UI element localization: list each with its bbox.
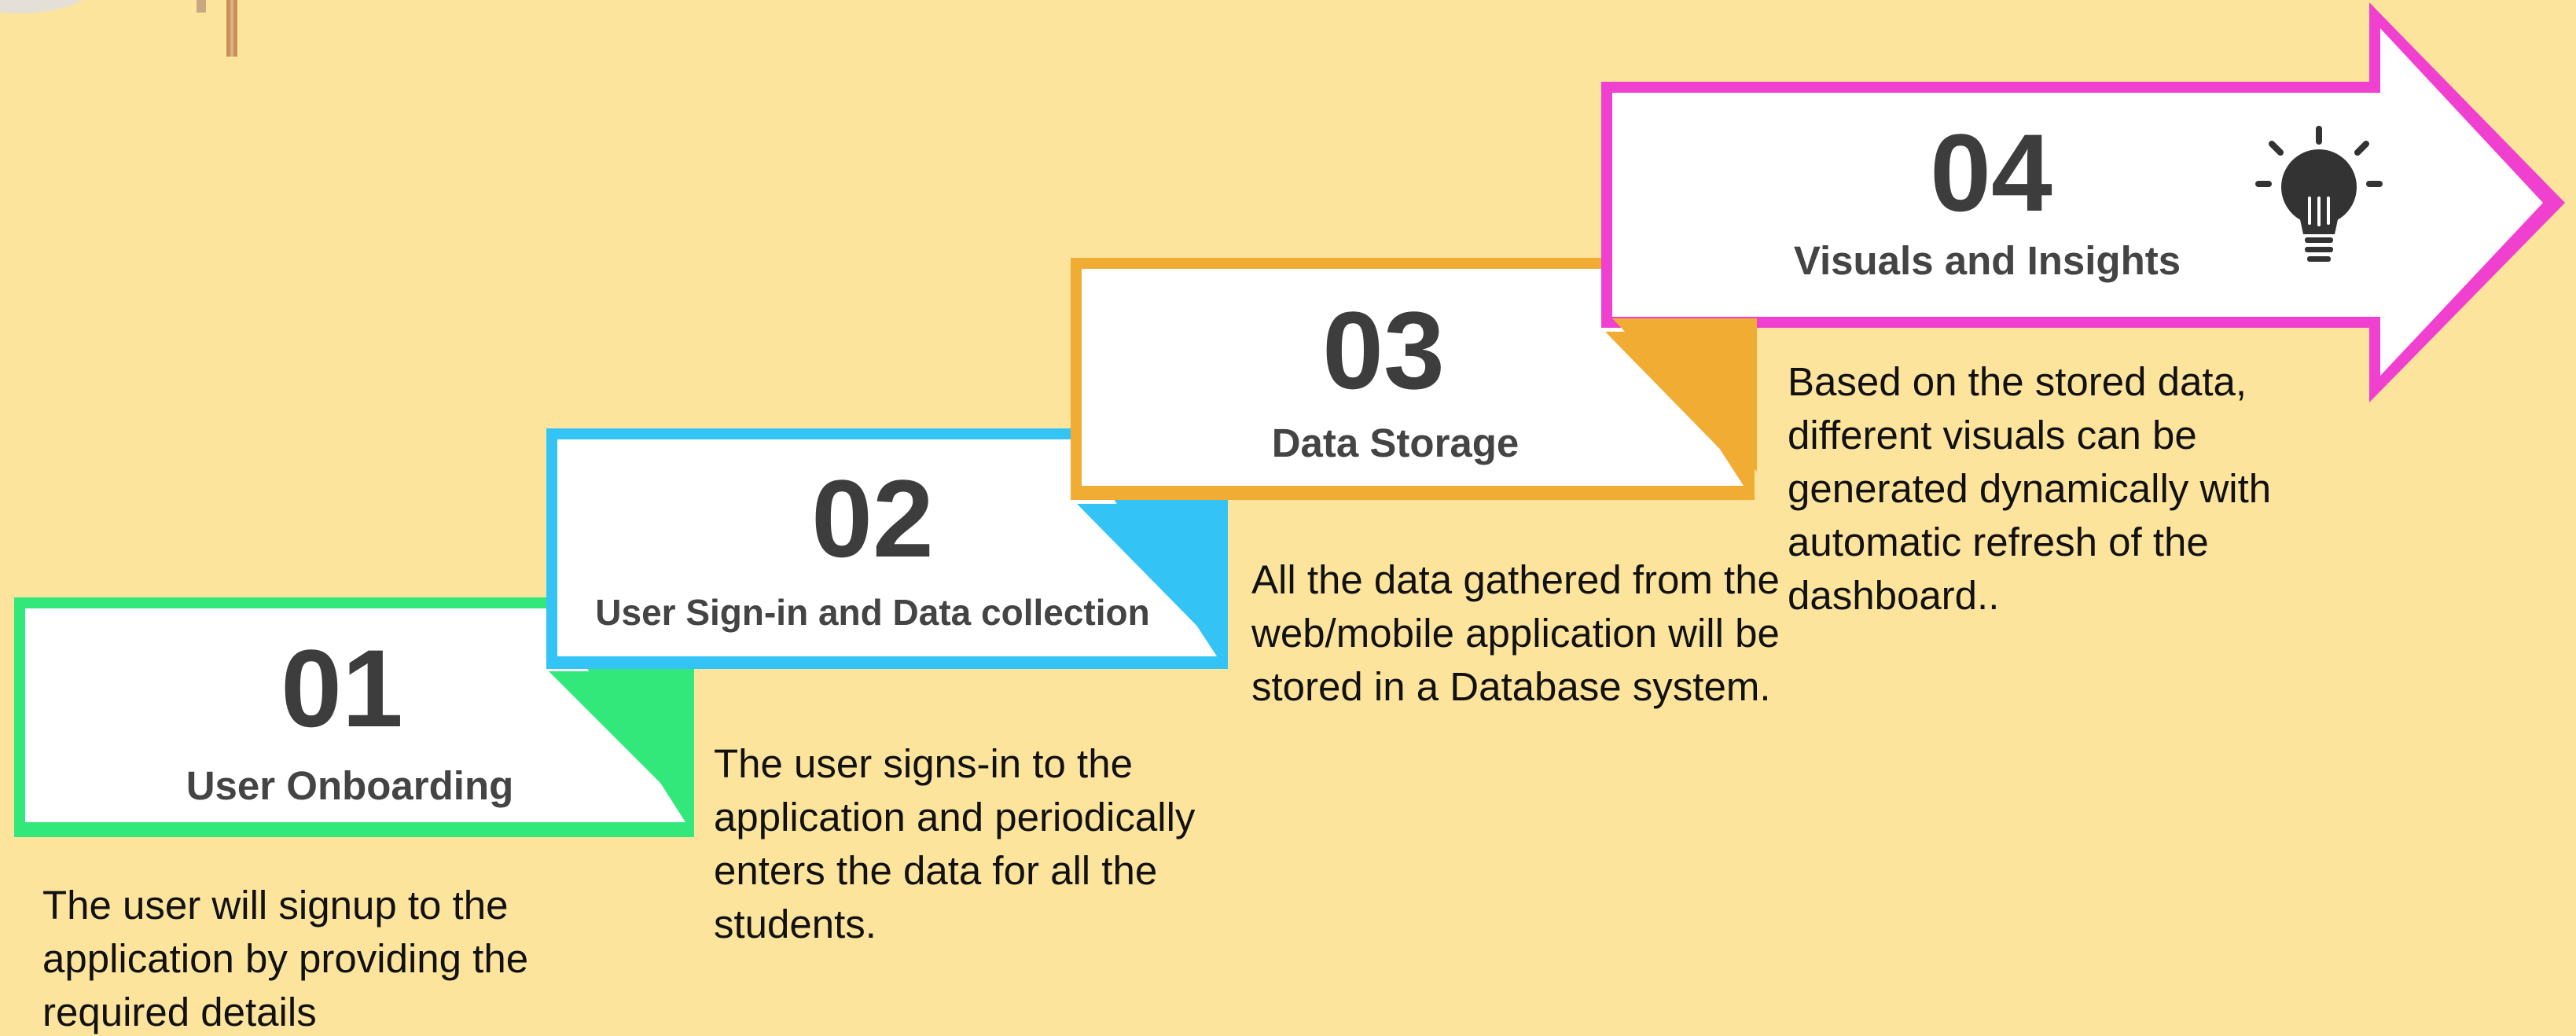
step-04-number: 04	[1930, 111, 2052, 234]
step-03-card	[1071, 258, 1755, 500]
step-01-card	[14, 597, 694, 837]
lightbulb-icon	[2255, 126, 2383, 262]
step-02-title: User Sign-in and Data collection	[595, 592, 1150, 633]
step-04-title: Visuals and Insights	[1793, 238, 2181, 283]
step-03-number: 03	[1322, 288, 1445, 412]
step-04-description: Based on the stored data, different visu…	[1788, 359, 2272, 618]
step-04-arrow	[1601, 2, 2565, 472]
step-01-number: 01	[281, 626, 403, 750]
step-03-title: Data Storage	[1271, 421, 1520, 465]
step-02-description: The user signs-in to the application and…	[714, 741, 1196, 946]
step-03-description: All the data gathered from the web/mobil…	[1251, 557, 1780, 709]
step-01-title: User Onboarding	[186, 763, 514, 808]
step-02-card	[546, 428, 1228, 669]
step-02-number: 02	[811, 457, 934, 580]
decorative-object	[0, 0, 237, 57]
step-01-description: The user will signup to the application …	[42, 883, 529, 1034]
